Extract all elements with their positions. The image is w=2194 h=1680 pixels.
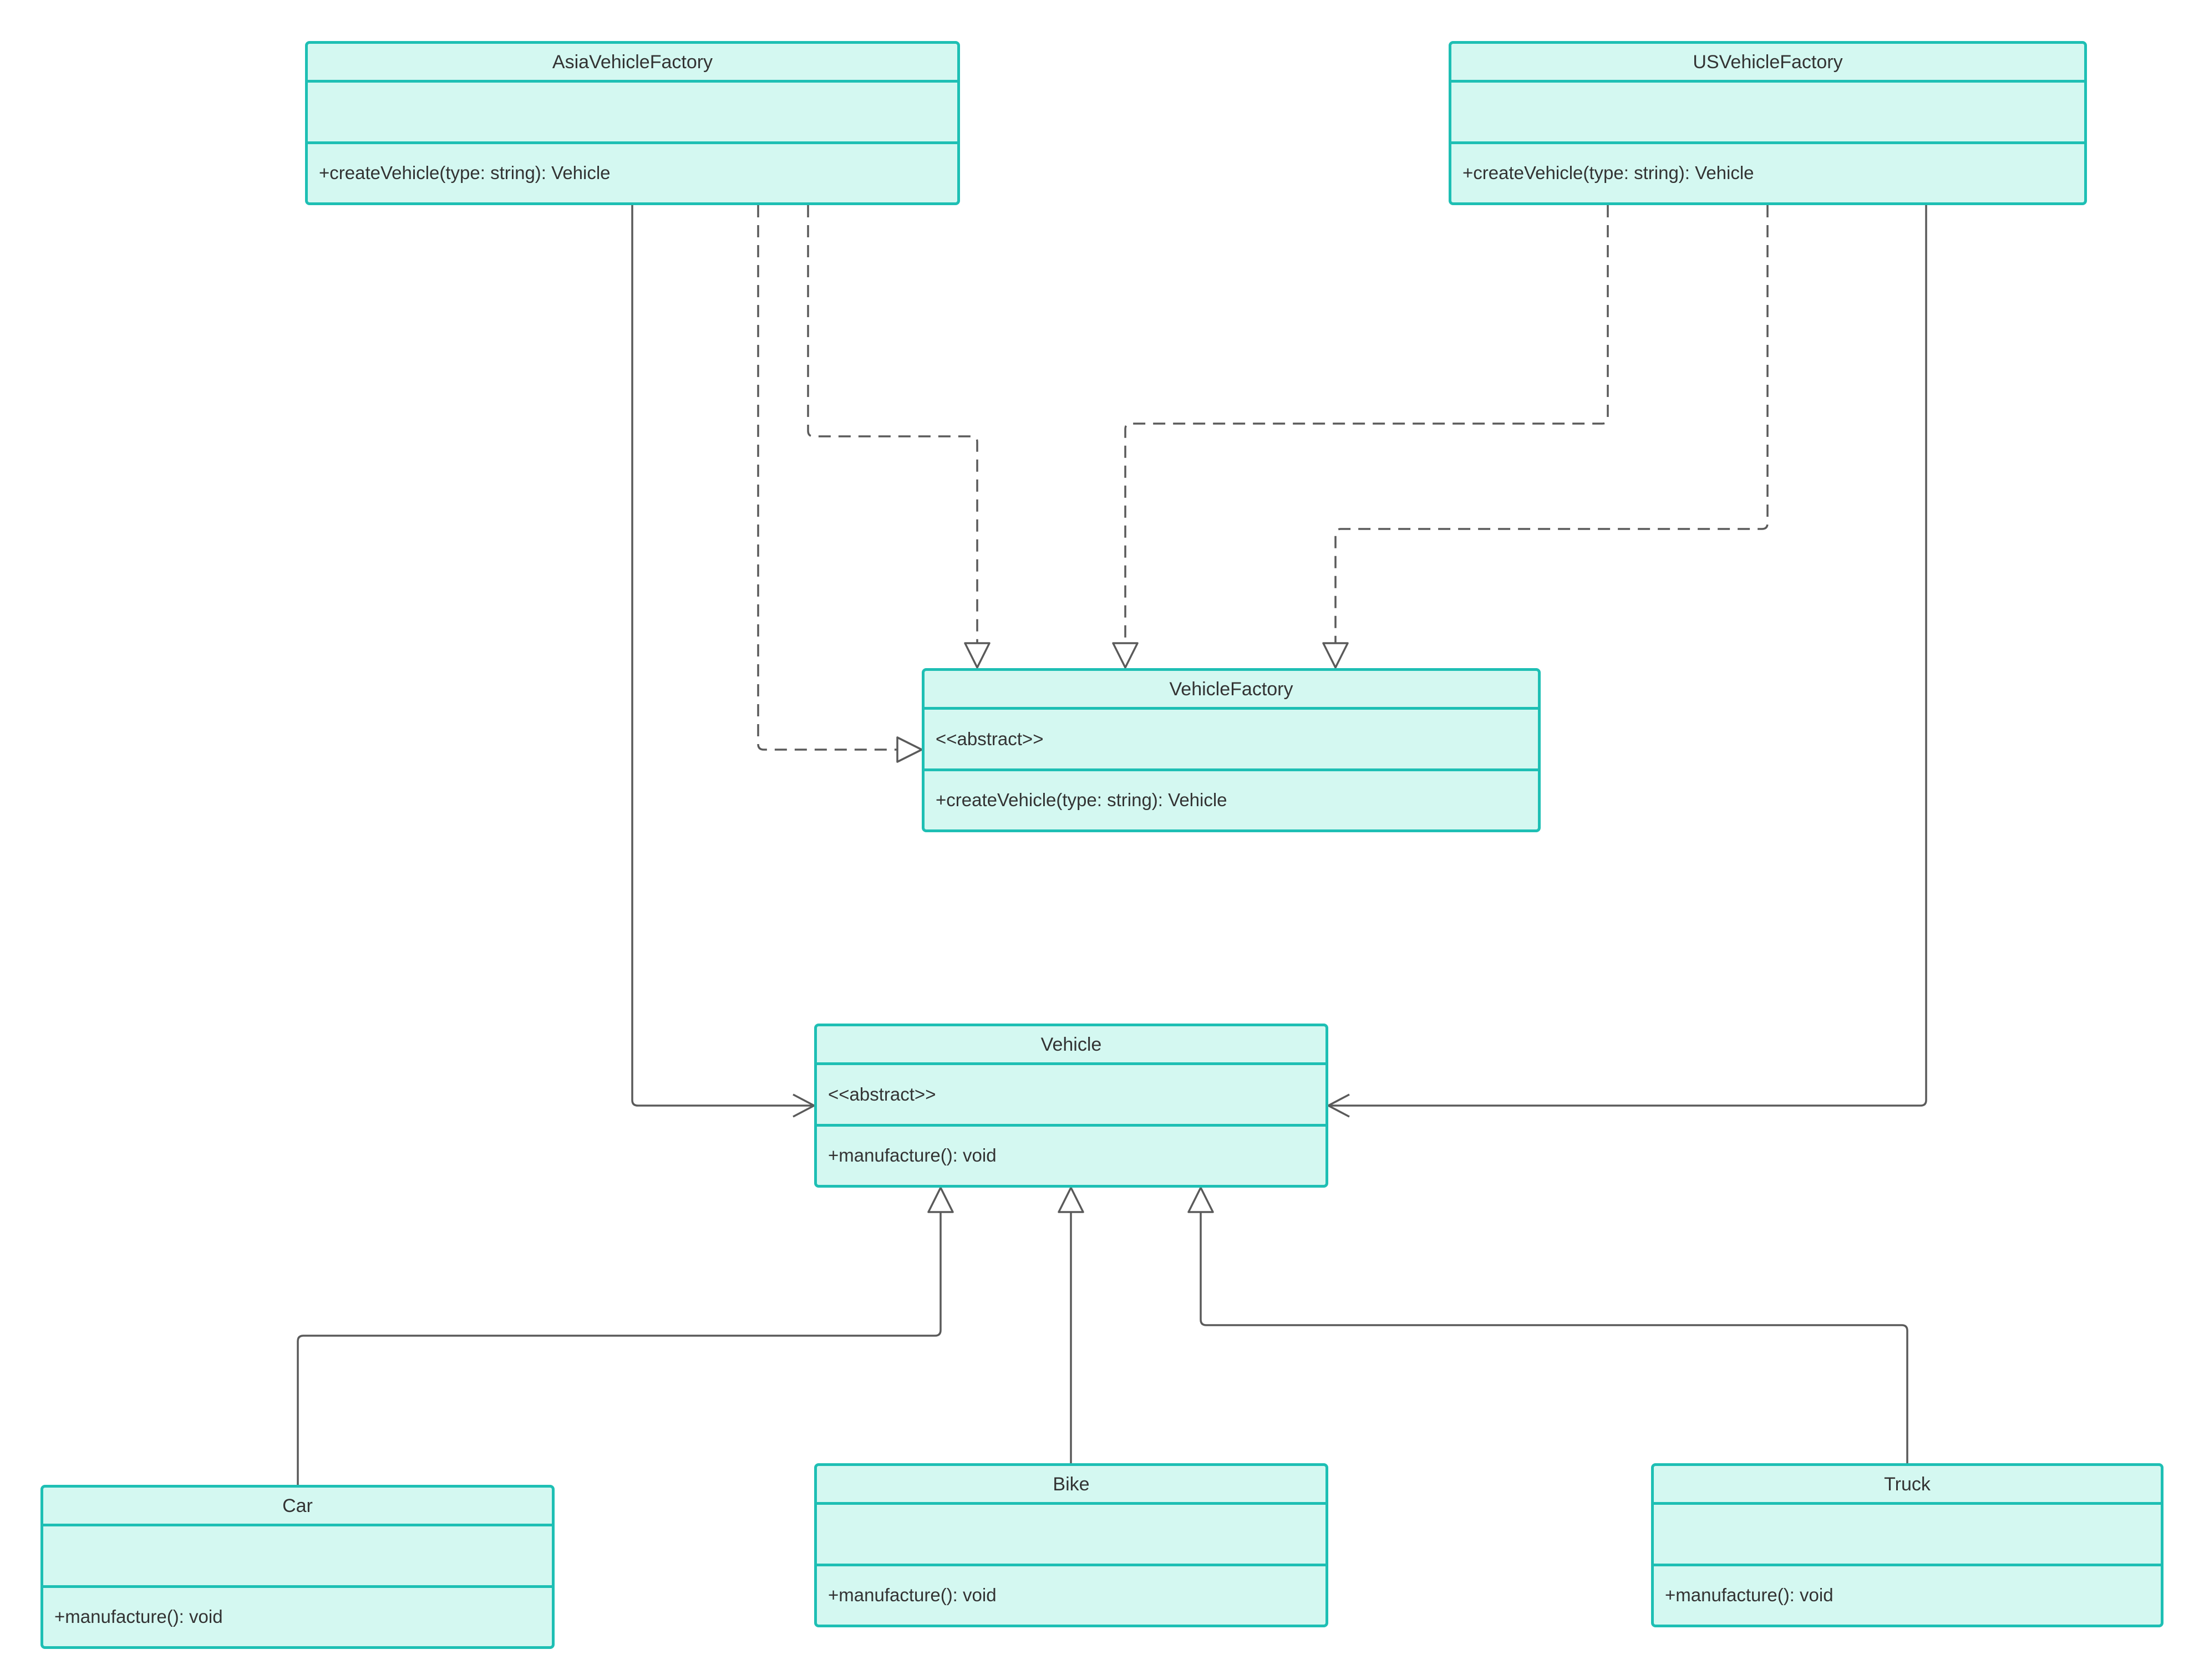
class-operations: +createVehicle(type: string): Vehicle — [1462, 162, 1754, 183]
class-name: USVehicleFactory — [1451, 44, 2084, 83]
class-name: VehicleFactory — [925, 671, 1538, 710]
class-bike[interactable]: Bike +manufacture(): void — [814, 1463, 1328, 1627]
generalization-arrowhead-bike — [1058, 1187, 1084, 1213]
class-operations: +manufacture(): void — [54, 1606, 223, 1627]
realization-line-asia-top — [807, 205, 978, 643]
class-attributes — [817, 1505, 1325, 1566]
class-operations: +createVehicle(type: string): Vehicle — [319, 162, 611, 183]
class-attributes: <<abstract>> — [817, 1065, 1325, 1127]
class-vehicle-factory[interactable]: VehicleFactory <<abstract>> +createVehic… — [922, 668, 1541, 832]
class-attributes — [43, 1526, 552, 1588]
class-operations: +createVehicle(type: string): Vehicle — [936, 790, 1227, 810]
class-name: Bike — [817, 1466, 1325, 1505]
class-asia-vehicle-factory[interactable]: AsiaVehicleFactory +createVehicle(type: … — [305, 41, 960, 205]
class-operations: +manufacture(): void — [1665, 1585, 1834, 1605]
class-attributes — [308, 83, 957, 144]
class-us-vehicle-factory[interactable]: USVehicleFactory +createVehicle(type: st… — [1449, 41, 2087, 205]
class-truck[interactable]: Truck +manufacture(): void — [1651, 1463, 2163, 1627]
association-arrowhead-us-vehicle — [1327, 1093, 1350, 1118]
realization-arrowhead-asia-top — [964, 642, 991, 669]
generalization-arrowhead-car — [927, 1187, 954, 1213]
generalization-arrowhead-truck — [1187, 1187, 1214, 1213]
class-name: Truck — [1654, 1466, 2161, 1505]
class-name: Vehicle — [817, 1026, 1325, 1065]
generalization-line-truck — [1200, 1212, 1908, 1463]
class-vehicle[interactable]: Vehicle <<abstract>> +manufacture(): voi… — [814, 1024, 1328, 1188]
realization-line-us-1 — [1124, 205, 1609, 643]
class-operations: +manufacture(): void — [828, 1145, 997, 1165]
class-operations: +manufacture(): void — [828, 1585, 997, 1605]
class-attributes — [1654, 1505, 2161, 1566]
realization-arrowhead-us-2 — [1322, 642, 1349, 669]
association-line-us-vehicle — [1328, 205, 1927, 1107]
association-line-asia-vehicle — [631, 205, 814, 1107]
realization-arrowhead-asia-left — [896, 736, 923, 763]
class-name: Car — [43, 1488, 552, 1526]
class-attributes: <<abstract>> — [925, 710, 1538, 771]
generalization-line-car — [297, 1212, 942, 1485]
realization-line-asia-left — [757, 205, 897, 751]
class-car[interactable]: Car +manufacture(): void — [40, 1485, 555, 1649]
realization-line-us-2 — [1334, 205, 1769, 643]
realization-arrowhead-us-1 — [1112, 642, 1139, 669]
class-attributes — [1451, 83, 2084, 144]
class-name: AsiaVehicleFactory — [308, 44, 957, 83]
